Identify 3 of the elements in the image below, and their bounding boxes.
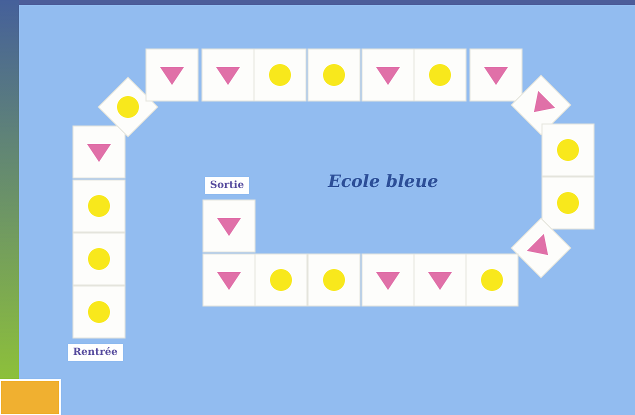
square-label: Sortie (205, 177, 249, 194)
board-title: Ecole bleue (328, 172, 438, 192)
square-label: Rentrée (68, 344, 123, 361)
